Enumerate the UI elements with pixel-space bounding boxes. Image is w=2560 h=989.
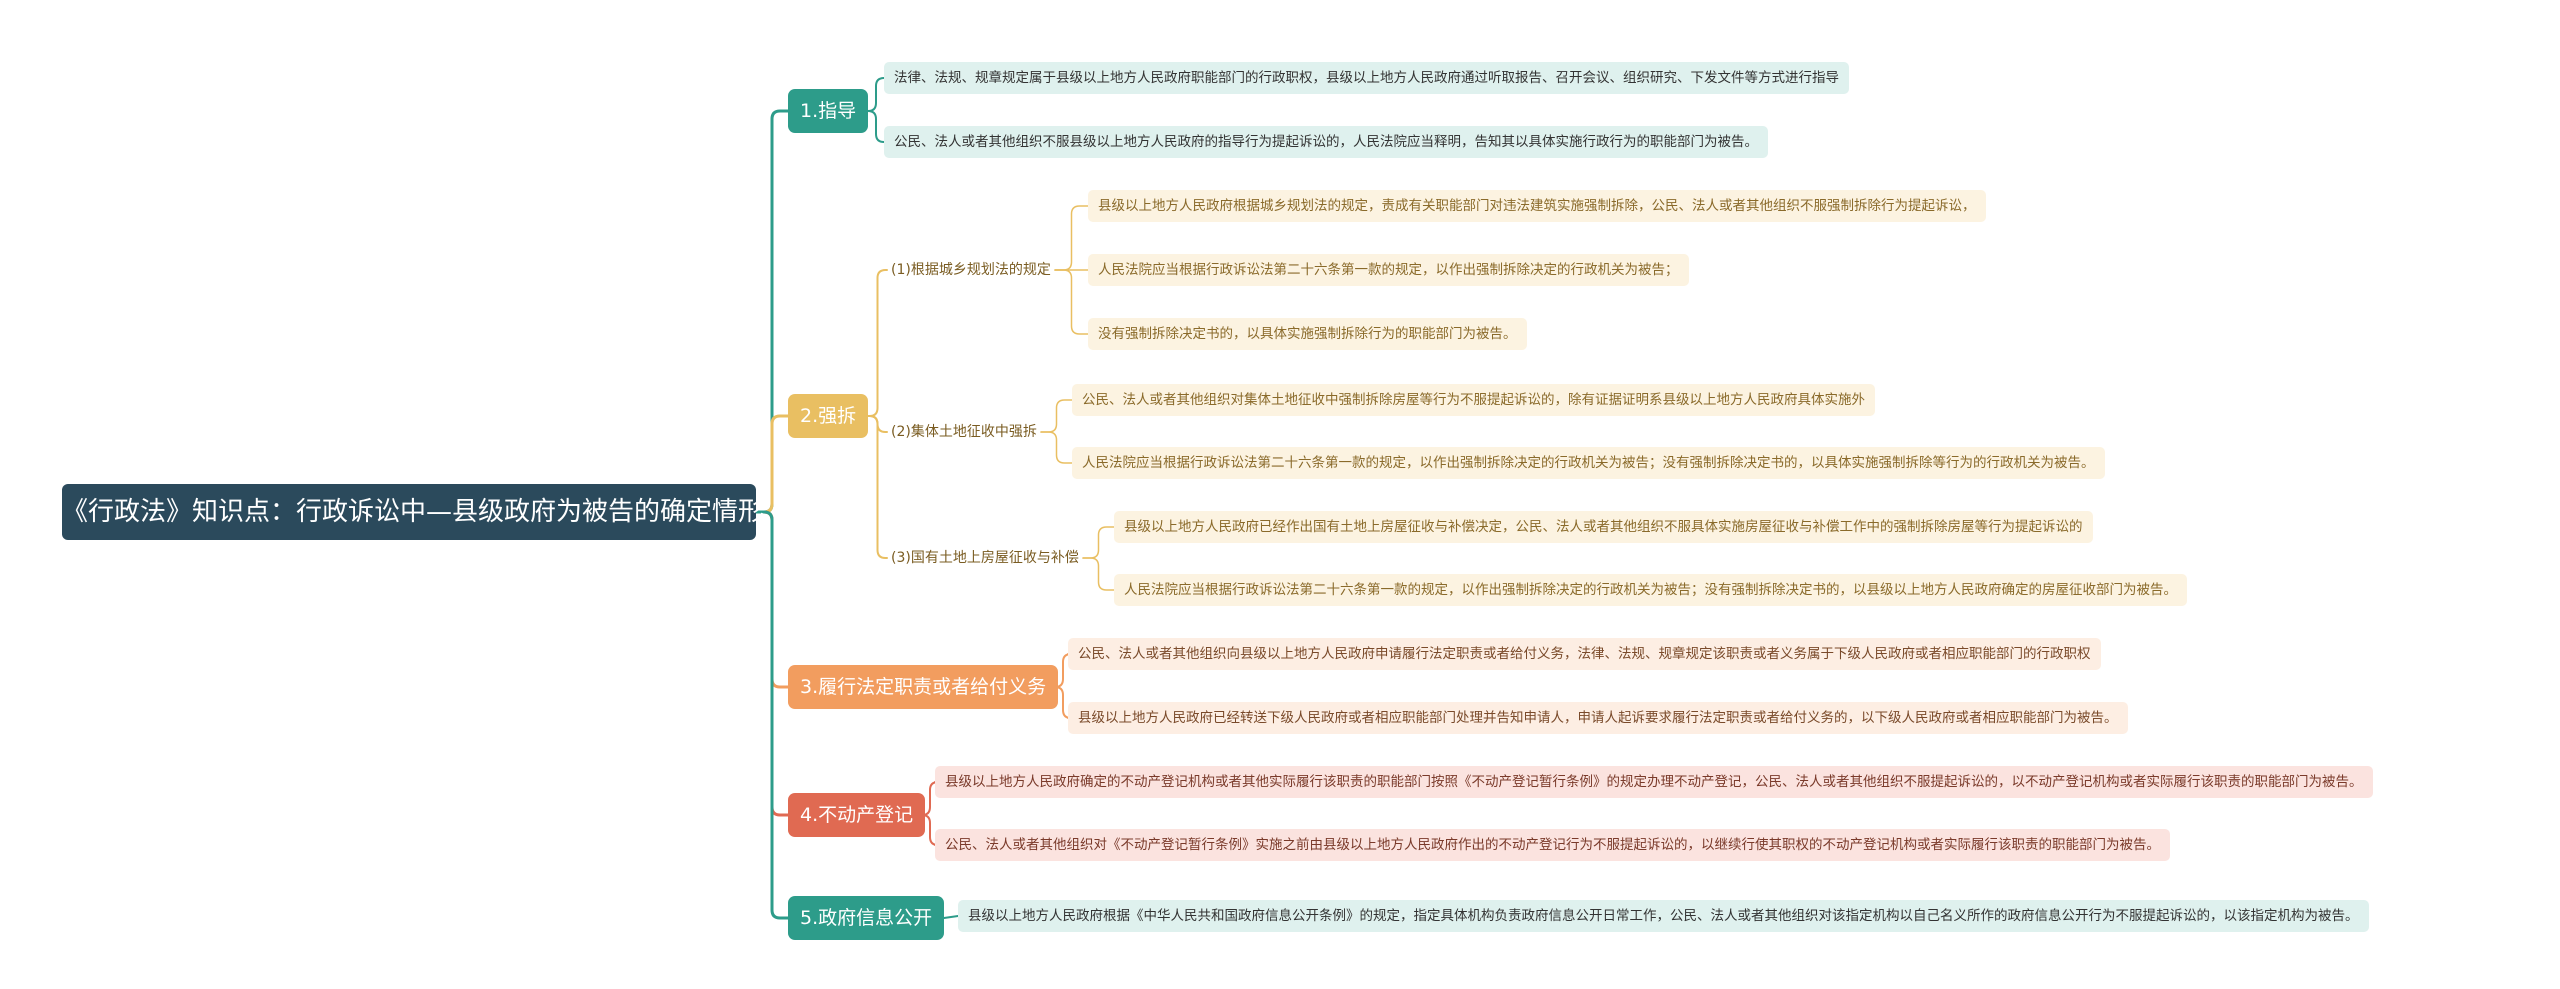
leaf-statutory-duty-2[interactable]: 县级以上地方人民政府已经转送下级人民政府或者相应职能部门处理并告知申请人，申请人… [1068, 702, 2128, 734]
connector-b2-s1 [867, 269, 888, 417]
connector-b2-s3 [867, 415, 888, 559]
connector-b2s1l1 [1054, 205, 1089, 271]
leaf-urban-planning-2[interactable]: 人民法院应当根据行政诉讼法第二十六条第一款的规定，以作出强制拆除决定的行政机关为… [1088, 254, 1689, 286]
root-topic[interactable]: 《行政法》知识点：行政诉讼中—县级政府为被告的确定情形 [62, 484, 764, 540]
sub-branch-urban-planning[interactable]: (1)根据城乡规划法的规定 [891, 262, 1051, 278]
branch-guidance[interactable]: 1.指导 [788, 89, 869, 133]
connector-b2s1l3 [1054, 269, 1089, 335]
leaf-collective-land-1[interactable]: 公民、法人或者其他组织对集体土地征收中强制拆除房屋等行为不服提起诉讼的，除有证据… [1072, 384, 1875, 416]
leaf-state-land-1[interactable]: 县级以上地方人民政府已经作出国有土地上房屋征收与补偿决定，公民、法人或者其他组织… [1114, 511, 2093, 543]
branch-info-disclosure[interactable]: 5.政府信息公开 [788, 896, 945, 940]
leaf-info-disclosure-1[interactable]: 县级以上地方人民政府根据《中华人民共和国政府信息公开条例》的规定，指定具体机构负… [958, 900, 2369, 932]
leaf-urban-planning-1[interactable]: 县级以上地方人民政府根据城乡规划法的规定，责成有关职能部门对违法建筑实施强制拆除… [1088, 190, 1986, 222]
connector-b2s3l1 [1082, 526, 1115, 559]
sub-branch-state-land[interactable]: (3)国有土地上房屋征收与补偿 [891, 550, 1079, 566]
leaf-guidance-2[interactable]: 公民、法人或者其他组织不服县级以上地方人民政府的指导行为提起诉讼的，人民法院应当… [884, 126, 1768, 158]
connector-b2s3l2 [1082, 557, 1115, 591]
leaf-real-estate-1[interactable]: 县级以上地方人民政府确定的不动产登记机构或者其他实际履行该职责的职能部门按照《不… [935, 766, 2373, 798]
leaf-collective-land-2[interactable]: 人民法院应当根据行政诉讼法第二十六条第一款的规定，以作出强制拆除决定的行政机关为… [1072, 447, 2105, 479]
sub-branch-collective-land[interactable]: (2)集体土地征收中强拆 [891, 424, 1037, 440]
connector-b4-l2 [921, 814, 939, 846]
leaf-statutory-duty-1[interactable]: 公民、法人或者其他组织向县级以上地方人民政府申请履行法定职责或者给付义务，法律、… [1068, 638, 2101, 670]
leaf-state-land-2[interactable]: 人民法院应当根据行政诉讼法第二十六条第一款的规定，以作出强制拆除决定的行政机关为… [1114, 574, 2187, 606]
branch-real-estate-registration[interactable]: 4.不动产登记 [788, 793, 926, 837]
connector-b1-l1 [867, 77, 885, 112]
connector-b3-l2 [1054, 686, 1072, 719]
connector-b1-l2 [867, 110, 885, 143]
connector-root-b5 [754, 510, 790, 920]
leaf-urban-planning-3[interactable]: 没有强制拆除决定书的，以具体实施强制拆除行为的职能部门为被告。 [1088, 318, 1527, 350]
leaf-real-estate-2[interactable]: 公民、法人或者其他组织对《不动产登记暂行条例》实施之前由县级以上地方人民政府作出… [935, 829, 2170, 861]
branch-statutory-duty[interactable]: 3.履行法定职责或者给付义务 [788, 665, 1059, 709]
connector-b2s2l2 [1040, 431, 1073, 464]
connector-b2s2l1 [1040, 399, 1073, 433]
connector-b5-l1 [943, 915, 959, 919]
leaf-guidance-1[interactable]: 法律、法规、规章规定属于县级以上地方人民政府职能部门的行政职权，县级以上地方人民… [884, 62, 1849, 94]
branch-demolition[interactable]: 2.强拆 [788, 394, 869, 438]
